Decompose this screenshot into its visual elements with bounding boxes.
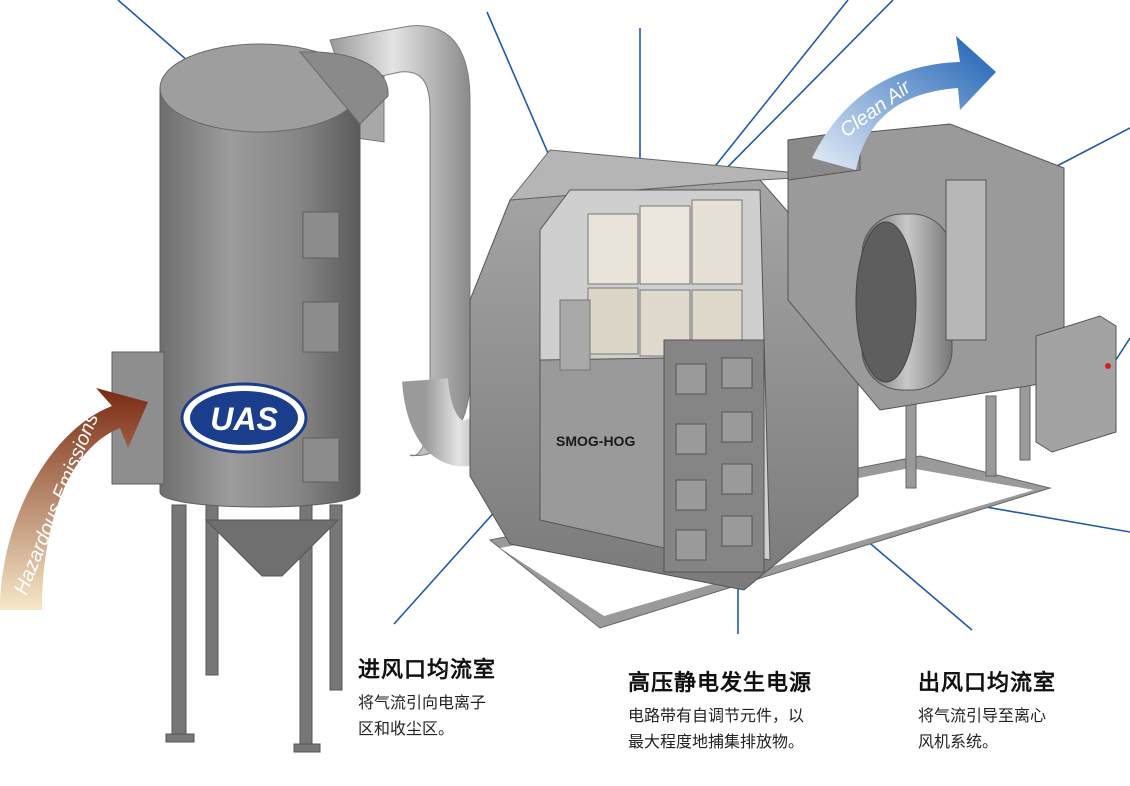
caption-inlet-desc: 将气流引向电离子 区和收尘区。 — [358, 693, 487, 738]
fan-unit — [787, 123, 1065, 411]
caption-power-supply: 高压静电发生电源 电路带有自调节元件，以 最大程度地捕集排放物。 — [628, 669, 888, 755]
leader-line-cell-a — [711, 0, 849, 171]
caption-outlet-plenum: 出风口均流室 将气流引导至离心 风机系统。 — [918, 669, 1118, 755]
caption-inlet-title: 进风口均流室 — [358, 657, 497, 683]
uas-logo: UAS — [180, 382, 308, 454]
caption-inlet-plenum: 进风口均流室 将气流引向电离子 区和收尘区。 — [358, 656, 558, 742]
intake-arrow: Hazardous Emissions — [0, 388, 148, 610]
smog-hog-logo: SMOG-HOG — [556, 433, 635, 449]
power-supply-column — [663, 339, 765, 573]
leader-line-base — [979, 505, 1130, 533]
leader-lines — [117, 0, 1130, 634]
collector-cells — [559, 199, 743, 371]
cyclone-legs — [165, 504, 343, 753]
caption-outlet-title: 出风口均流室 — [918, 670, 1057, 696]
control-panel — [1035, 315, 1117, 453]
caption-power-desc: 电路带有自调节元件，以 最大程度地捕集排放物。 — [628, 706, 805, 751]
caption-power-title: 高压静电发生电源 — [628, 670, 813, 696]
uas-logo-text: UAS — [210, 401, 278, 437]
caption-outlet-desc: 将气流引导至离心 风机系统。 — [918, 706, 1047, 751]
